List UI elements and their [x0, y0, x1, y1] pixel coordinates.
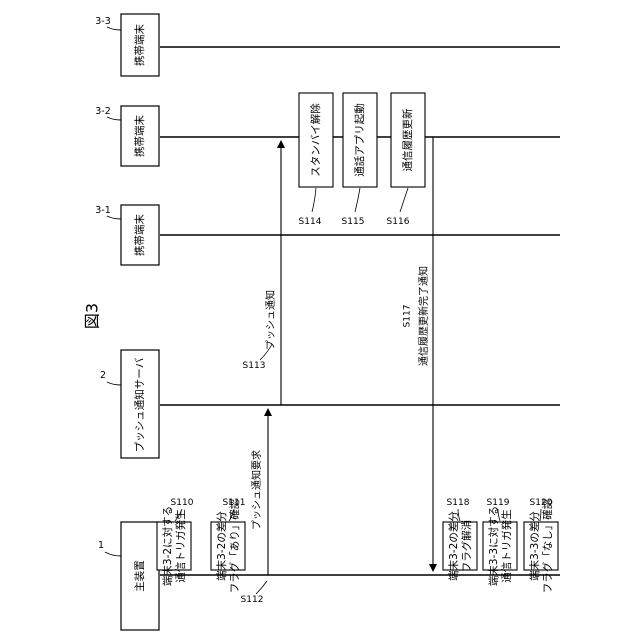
node-term1-label: 携帯端末 — [133, 214, 146, 256]
terminal-step-s115-id: S115 — [342, 217, 365, 227]
figure-title: 図3 — [83, 303, 102, 329]
message-s112-label: プッシュ通知要求 — [250, 450, 263, 530]
main-step-s111-line2: フラグ「あり」確認 — [228, 498, 241, 593]
main-step-s120-line2: フラグ「なし」確認 — [541, 498, 554, 593]
terminal-step-s116-label: 通信履歴更新 — [401, 108, 414, 171]
terminal-step-s114-id: S114 — [299, 217, 322, 227]
main-step-s110: 端末3-2に対する 通信トリガ発生 — [157, 506, 191, 586]
node-term2: 携帯端末 — [121, 106, 159, 166]
terminal-step-s116: 通信履歴更新 — [391, 93, 425, 187]
node-server-label: プッシュ通知サーバ — [133, 357, 146, 452]
main-step-s118: 端末3-2の差分 フラグ解消 — [443, 511, 477, 581]
terminal-step-s114-label: スタンバイ解除 — [309, 103, 322, 177]
node-main: 主装置 — [121, 522, 159, 630]
main-step-s119-line2: 通信トリガ発生 — [500, 509, 513, 583]
main-step-s118-line1: 端末3-2の差分 — [447, 511, 460, 581]
message-s112-leader — [256, 581, 267, 594]
node-term2-label: 携帯端末 — [133, 115, 146, 157]
main-step-s119: 端末3-3に対する 通信トリガ発生 — [483, 506, 517, 586]
main-step-s119-id: S119 — [487, 498, 510, 508]
main-step-s110-id: S110 — [171, 498, 194, 508]
main-step-s111-id: S111 — [223, 498, 246, 508]
node-term1-ref: 3-1 — [95, 205, 111, 216]
node-main-ref: 1 — [98, 540, 104, 551]
main-step-s118-id: S118 — [447, 498, 470, 508]
node-term3-ref-leader — [107, 27, 121, 30]
main-step-s111: 端末3-2の差分 フラグ「あり」確認 — [211, 498, 245, 593]
main-step-s111-line1: 端末3-2の差分 — [215, 511, 228, 581]
message-s117-label: 通信履歴更新完了通知 — [417, 266, 430, 366]
terminal-step-s114: スタンバイ解除 — [299, 93, 333, 187]
terminal-step-s116-id: S116 — [387, 217, 410, 227]
node-term3: 携帯端末 — [121, 14, 159, 76]
node-server-ref-leader — [107, 382, 121, 385]
main-step-s118-line2: フラグ解消 — [460, 520, 473, 573]
node-term3-label: 携帯端末 — [133, 24, 146, 66]
main-step-s120-id: S120 — [530, 498, 553, 508]
node-term3-ref: 3-3 — [95, 16, 111, 27]
node-main-label: 主装置 — [133, 560, 146, 592]
node-main-ref-leader — [105, 552, 121, 556]
node-term2-ref-leader — [107, 117, 121, 120]
terminal-step-s115-label: 通話アプリ起動 — [353, 103, 366, 177]
terminal-step-s115-leader — [355, 188, 360, 212]
message-s112-id: S112 — [241, 595, 264, 605]
node-term2-ref: 3-2 — [95, 106, 111, 117]
node-server: プッシュ通知サーバ — [121, 350, 159, 458]
message-s117-id: S117 — [403, 305, 413, 328]
terminal-step-s115: 通話アプリ起動 — [343, 93, 377, 187]
main-step-s110-line1: 端末3-2に対する — [161, 506, 174, 586]
main-step-s120-line1: 端末3-3の差分 — [528, 511, 541, 581]
terminal-step-s116-leader — [400, 188, 408, 212]
node-term1-ref-leader — [107, 216, 121, 219]
message-s113-label: プッシュ通知 — [264, 290, 277, 350]
message-s113-id: S113 — [243, 361, 266, 371]
node-term1: 携帯端末 — [121, 205, 159, 265]
node-server-ref: 2 — [100, 370, 106, 381]
terminal-step-s114-leader — [312, 188, 316, 212]
main-step-s119-line1: 端末3-3に対する — [487, 506, 500, 586]
